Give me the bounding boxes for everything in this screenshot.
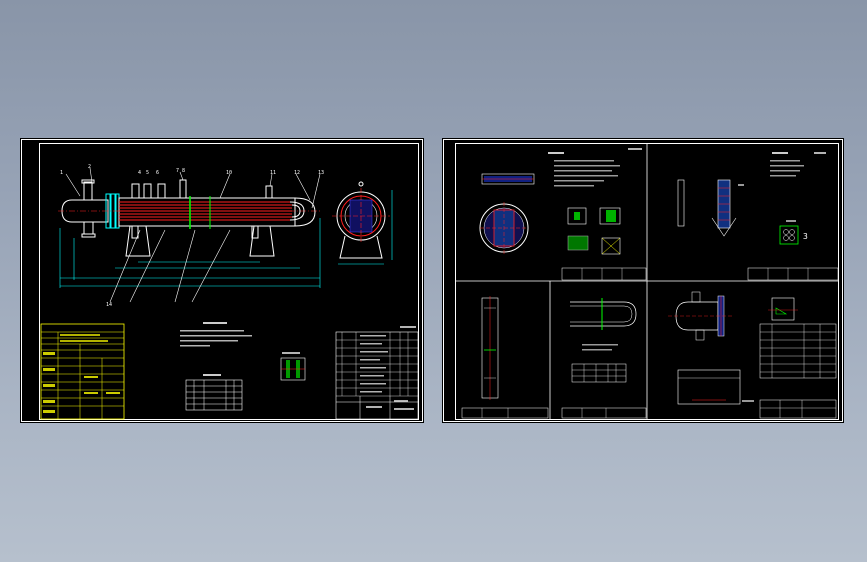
nozzle-detail-icon: [280, 352, 306, 381]
svg-text:10: 10: [226, 170, 232, 176]
svg-text:7: 7: [176, 168, 179, 174]
shell-section-icon: [461, 296, 549, 419]
svg-text:13: 13: [318, 170, 324, 176]
svg-text:1: 1: [60, 170, 63, 176]
technical-notes: [180, 322, 252, 411]
tube-sheet-detail-icon: [479, 148, 647, 281]
svg-text:11: 11: [270, 170, 276, 176]
svg-text:8: 8: [182, 168, 185, 174]
svg-text:12: 12: [294, 170, 300, 176]
technical-data-table: [40, 323, 125, 420]
drawing-sheet-assembly[interactable]: 1 2 4 5 6 7 8 10 11 12 13 14: [20, 138, 424, 423]
heat-exchanger-elevation-icon: 1 2 4 5 6 7 8 10 11 12 13 14: [58, 164, 324, 308]
detail-drawing: 3: [443, 139, 843, 422]
channel-detail-icon: [668, 291, 837, 379]
baffle-detail-icon: 3: [677, 152, 839, 281]
assembly-drawing: 1 2 4 5 6 7 8 10 11 12 13 14: [21, 139, 423, 422]
drawing-sheet-details[interactable]: 3: [442, 138, 844, 423]
svg-text:6: 6: [156, 170, 159, 176]
end-view-tube-sheet-icon: [332, 181, 393, 265]
svg-text:2: 2: [88, 164, 91, 170]
svg-text:4: 4: [138, 170, 141, 176]
u-tube-detail-icon: [561, 298, 647, 419]
svg-text:5: 5: [146, 170, 149, 176]
svg-text:14: 14: [106, 302, 112, 308]
parts-list-title-block: [335, 326, 419, 420]
detail-label-3: 3: [803, 232, 808, 241]
saddle-detail-icon: [677, 369, 837, 419]
